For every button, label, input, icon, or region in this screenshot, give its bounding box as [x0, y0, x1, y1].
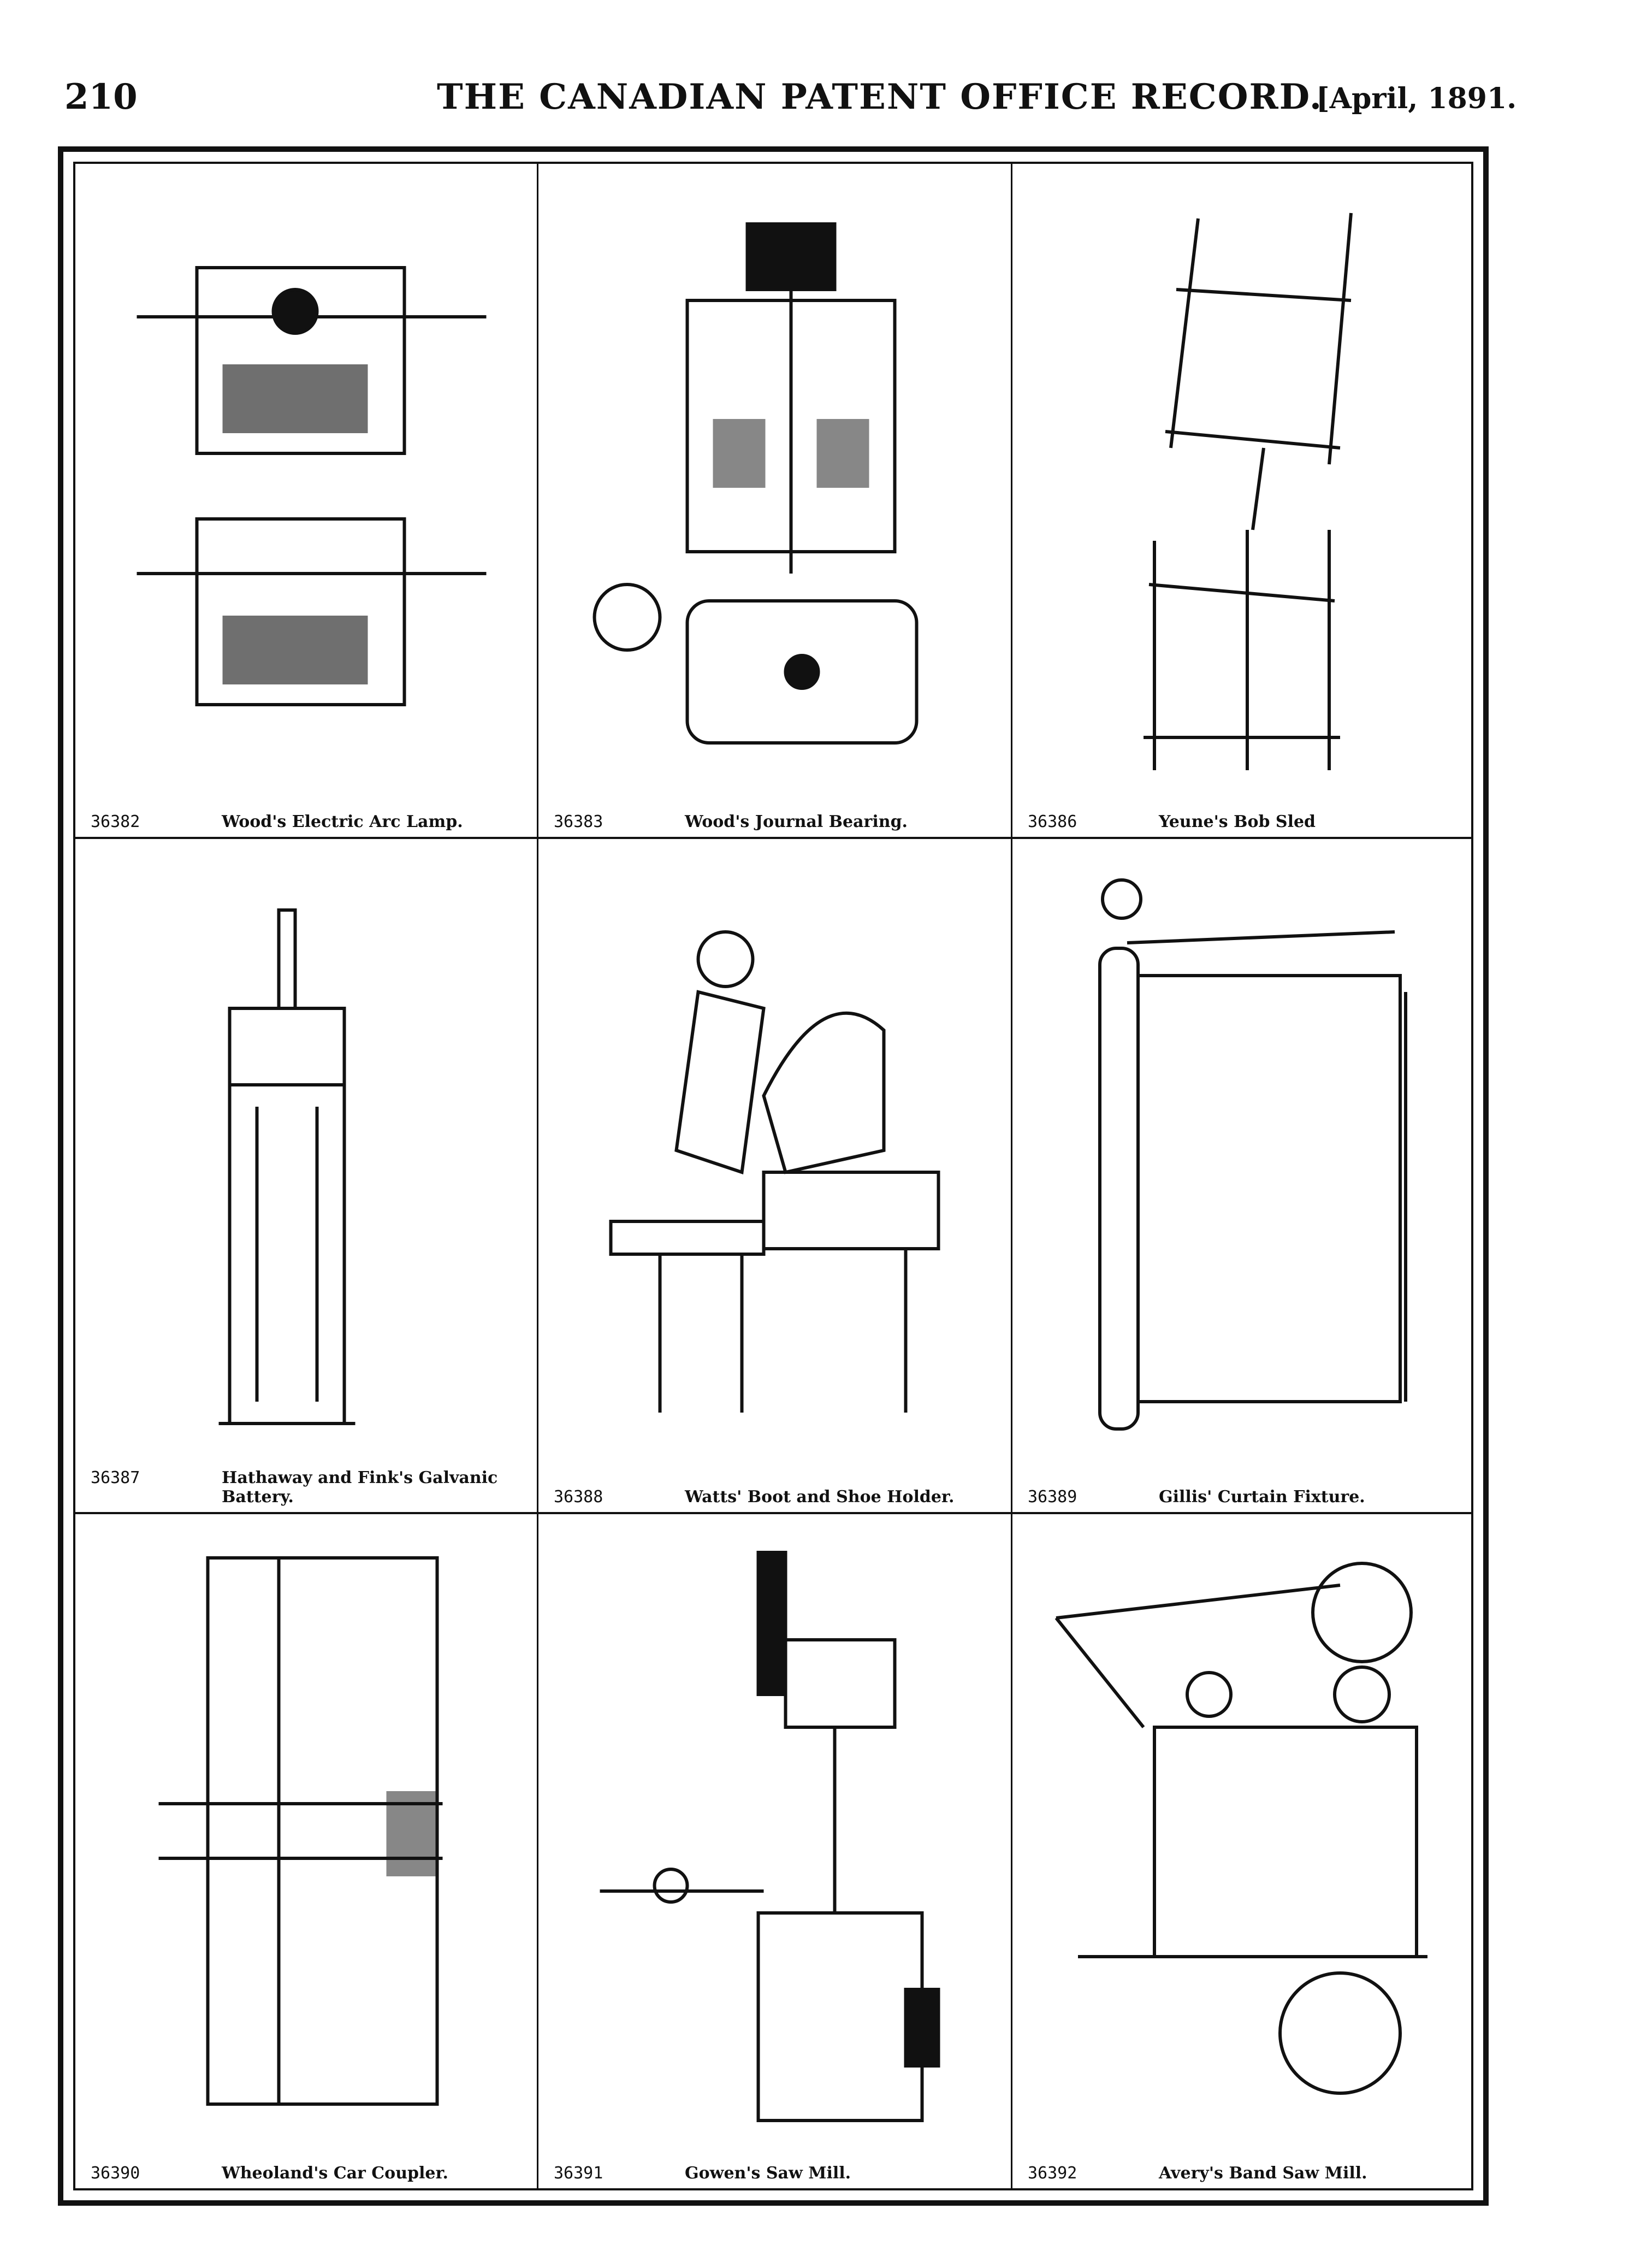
page-number: 210: [64, 76, 138, 117]
patent-cell: 36392 Avery's Band Saw Mill.: [1012, 1514, 1471, 2188]
patent-grid: 36382 Wood's Electric Arc Lamp. 36383 Wood…: [73, 162, 1473, 2190]
patent-cell: 36386 Yeune's Bob Sled: [1012, 164, 1471, 839]
patent-title: Avery's Band Saw Mill.: [1159, 2164, 1367, 2183]
patent-title: Yeune's Bob Sled: [1159, 812, 1316, 831]
journal-bearing-drawing: [593, 222, 919, 745]
illustration-frame: 36382 Wood's Electric Arc Lamp. 36383 Wood…: [58, 146, 1489, 2206]
patent-cell: 36388 Watts' Boot and Shoe Holder.: [538, 839, 1012, 1514]
page-title: THE CANADIAN PATENT OFFICE RECORD.: [437, 76, 1323, 117]
patent-cell: 36382 Wood's Electric Arc Lamp.: [75, 164, 538, 839]
patent-number: 36388: [554, 1487, 603, 1507]
patent-number: 36387: [91, 1468, 140, 1487]
saw-mill-drawing: [600, 1551, 940, 2122]
bob-sled-drawing: [1144, 212, 1353, 770]
band-saw-mill-drawing: [1054, 1562, 1427, 2095]
boot-shoe-holder-drawing: [609, 930, 940, 1413]
patent-cell: 36387 Hathaway and Fink's Galvanic Batter…: [75, 839, 538, 1514]
patent-title: Wood's Journal Bearing.: [685, 812, 908, 831]
issue-date: [April, 1891.: [1316, 82, 1517, 115]
car-coupler-drawing: [158, 1556, 443, 2106]
patent-number: 36390: [91, 2164, 140, 2183]
patent-number: 36382: [91, 812, 140, 831]
patent-number: 36391: [554, 2164, 603, 2183]
patent-title: Wheoland's Car Coupler.: [222, 2164, 448, 2183]
patent-number: 36389: [1028, 1487, 1077, 1507]
patent-title: Gowen's Saw Mill.: [685, 2164, 851, 2183]
patent-title: Hathaway and Fink's Galvanic Battery.: [222, 1468, 498, 1507]
galvanic-battery-drawing: [218, 908, 356, 1425]
patent-cell: 36383 Wood's Journal Bearing.: [538, 164, 1012, 839]
patent-title: Wood's Electric Arc Lamp.: [222, 812, 463, 831]
curtain-fixture-drawing: [1098, 878, 1407, 1431]
electric-arc-lamp-drawing: [137, 266, 487, 706]
patent-number: 36383: [554, 812, 603, 831]
patent-cell: 36389 Gillis' Curtain Fixture.: [1012, 839, 1471, 1514]
patent-title: Watts' Boot and Shoe Holder.: [685, 1487, 955, 1507]
patent-cell: 36391 Gowen's Saw Mill.: [538, 1514, 1012, 2188]
patent-cell: 36390 Wheoland's Car Coupler.: [75, 1514, 538, 2188]
patent-number: 36386: [1028, 812, 1077, 831]
patent-title: Gillis' Curtain Fixture.: [1159, 1487, 1365, 1507]
patent-number: 36392: [1028, 2164, 1077, 2183]
